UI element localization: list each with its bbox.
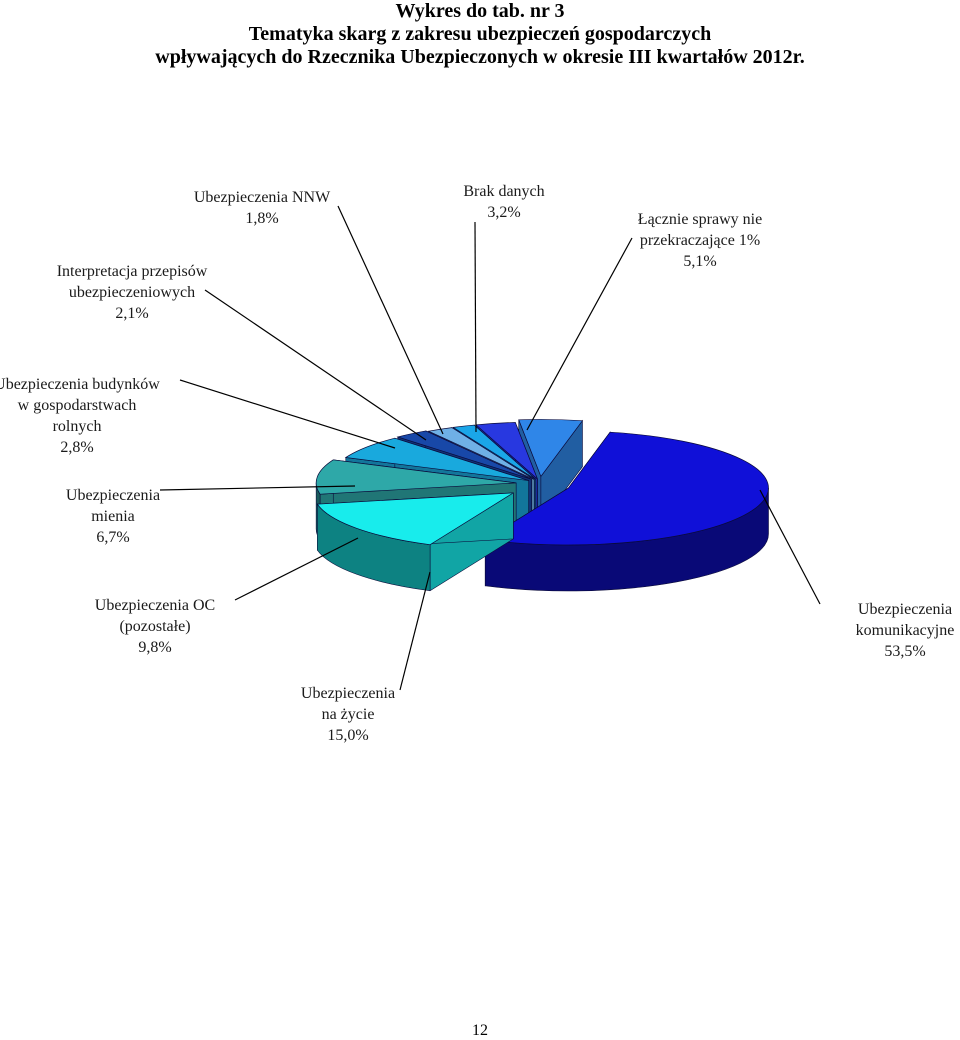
leader-line-4 [179, 379, 396, 449]
slice-value-label: 1,8% [245, 210, 278, 227]
slice-value-label: 3,2% [487, 204, 520, 221]
leader-line-1 [399, 571, 431, 691]
leader-line-2 [234, 537, 359, 601]
slice-top [484, 431, 769, 546]
slice-category-label: Ubezpieczenia [301, 685, 395, 702]
slice-value-label: 5,1% [683, 253, 716, 270]
slice-label-4: Ubezpieczenia budynków w gospodarstwach ro… [0, 376, 160, 456]
slice-label-5: Interpretacja przepisów ubezpieczeniowych… [57, 263, 208, 322]
slice-category-label: komunikacyjne [856, 622, 955, 639]
slice-category-label: ubezpieczeniowych [69, 284, 195, 301]
slice-category-label: (pozostałe) [119, 618, 190, 635]
slice-label-8: Łącznie sprawy nie przekraczające 1% 5,1% [638, 211, 762, 270]
slice-category-label: rolnych [53, 418, 102, 435]
leader-lines [159, 205, 821, 691]
leader-line-5 [204, 289, 427, 441]
slice-category-label: Ubezpieczenia OC [95, 597, 215, 614]
pie-slices [315, 419, 769, 592]
slice-label-1: Ubezpieczenia na życie 15,0% [301, 685, 395, 744]
slice-label-7: Brak danych 3,2% [463, 183, 544, 221]
leader-line-0 [759, 489, 821, 605]
slice-value-label: 2,8% [60, 439, 93, 456]
leader-line-3 [159, 485, 356, 491]
title-line-1: Wykres do tab. nr 3 [395, 0, 565, 22]
slice-category-label: na życie [322, 706, 375, 723]
slice-top [452, 424, 536, 480]
pie-slice-1 [316, 492, 514, 592]
slice-label-3: Ubezpieczenia mienia 6,7% [66, 487, 160, 546]
slice-value-label: 15,0% [327, 727, 368, 744]
slice-top [344, 437, 529, 481]
slice-value-label: 2,1% [115, 305, 148, 322]
slice-label-0: Ubezpieczenia komunikacyjne 53,5% [856, 601, 955, 660]
slice-label-6: Ubezpieczenia NNW 1,8% [194, 189, 331, 227]
slice-top [518, 419, 584, 478]
page-number: 12 [472, 1022, 488, 1039]
slice-category-label: Ubezpieczenia budynków [0, 376, 160, 393]
slice-value-label: 53,5% [884, 643, 925, 660]
slice-category-label: Łącznie sprawy nie [638, 211, 762, 228]
slice-category-label: Ubezpieczenia [858, 601, 952, 618]
slice-value-label: 9,8% [138, 639, 171, 656]
leader-line-6 [337, 205, 444, 435]
slice-category-label: Interpretacja przepisów [57, 263, 208, 280]
slice-top [315, 459, 517, 495]
slice-category-label: w gospodarstwach [18, 397, 137, 414]
title-line-2: Tematyka skarg z zakresu ubezpieczeń gos… [248, 23, 712, 45]
slice-top [316, 492, 514, 546]
slice-label-2: Ubezpieczenia OC (pozostałe) 9,8% [95, 597, 215, 656]
slice-category-label: Ubezpieczenia NNW [194, 189, 331, 206]
leader-line-8 [526, 237, 633, 431]
slice-category-label: Ubezpieczenia [66, 487, 160, 504]
slice-top [396, 430, 532, 480]
slice-category-label: przekraczające 1% [640, 232, 760, 249]
slice-category-label: mienia [91, 508, 135, 525]
slice-top [427, 427, 535, 480]
leader-line-7 [474, 221, 477, 433]
title-line-3: wpływających do Rzecznika Ubezpieczonych… [155, 46, 805, 68]
slice-category-label: Brak danych [463, 183, 544, 200]
slice-value-label: 6,7% [96, 529, 129, 546]
pie-slice-0 [484, 431, 769, 592]
